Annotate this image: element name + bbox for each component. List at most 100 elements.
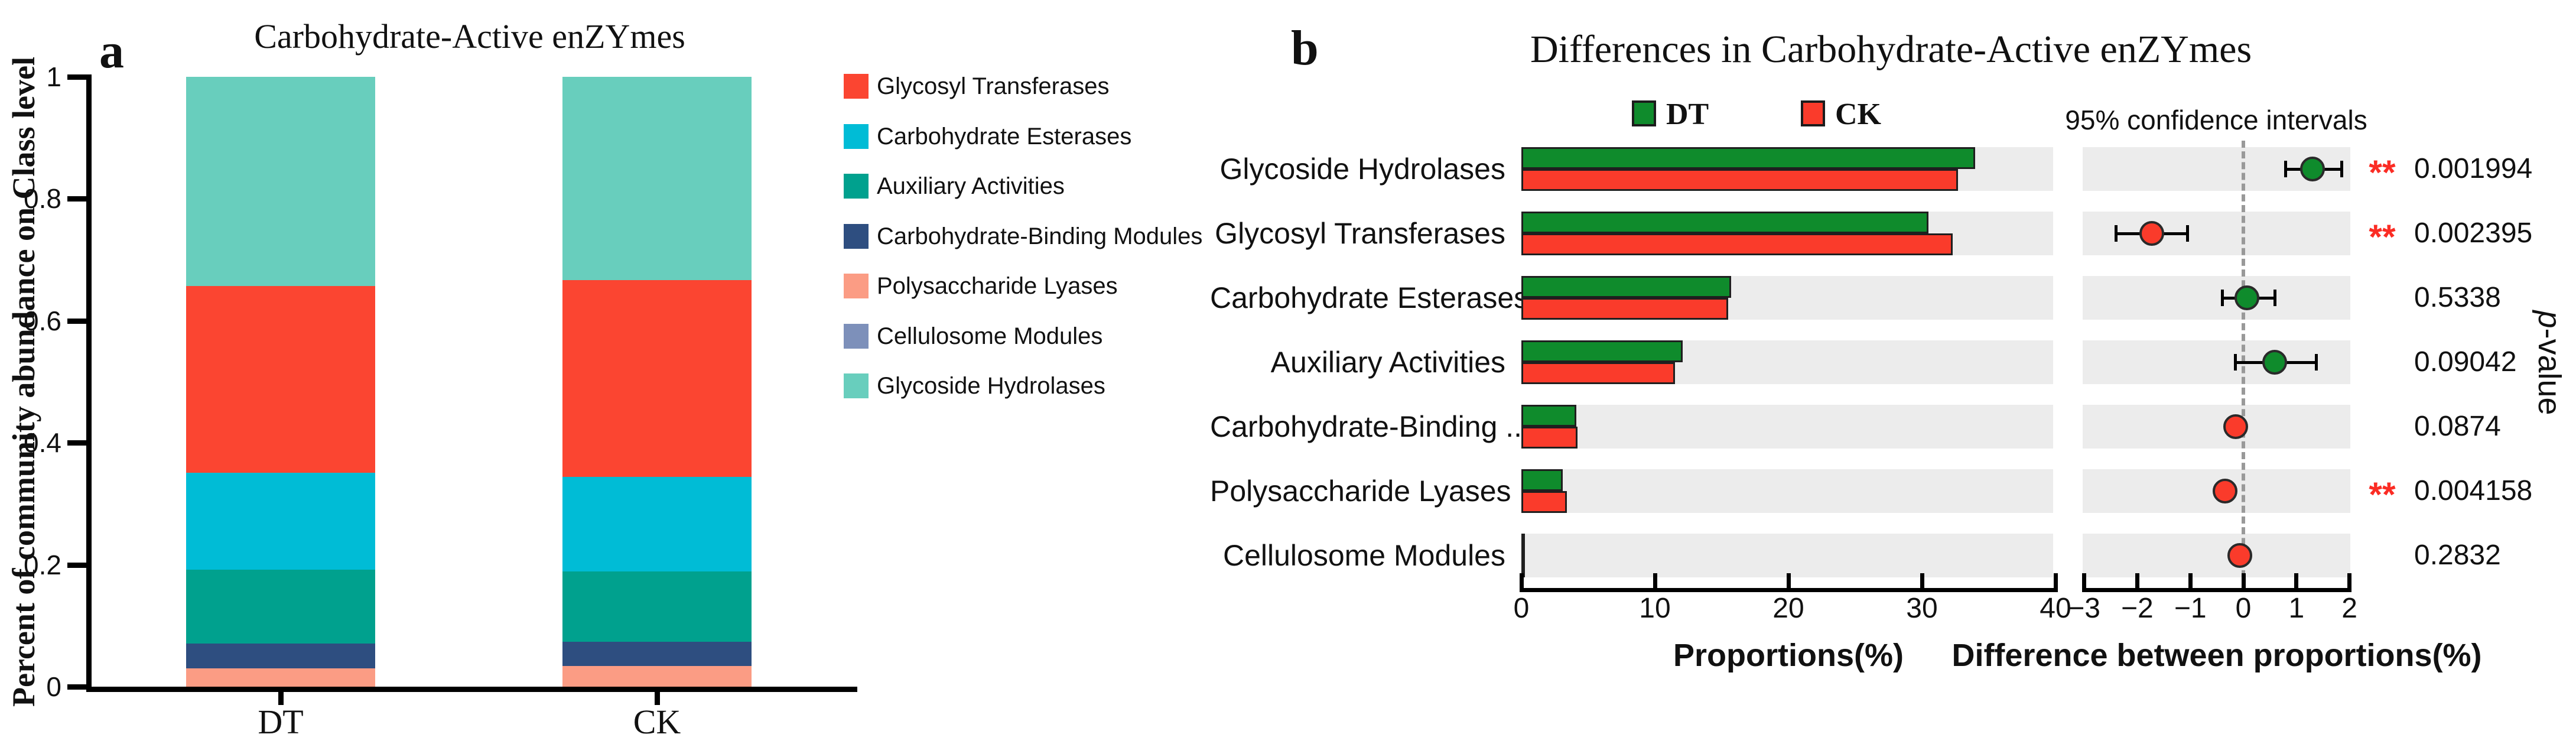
legend-label: Auxiliary Activities bbox=[877, 173, 1065, 199]
stack-segment bbox=[186, 569, 375, 644]
proportions-tick-mark bbox=[1653, 573, 1657, 588]
p-value: 0.002395 bbox=[2414, 217, 2533, 249]
ci-errorbar-cap-right bbox=[2314, 354, 2318, 371]
proportions-tick-mark bbox=[1519, 573, 1524, 588]
proportions-tick-label: 20 bbox=[1772, 593, 1804, 624]
dt-proportion-bar bbox=[1521, 147, 1976, 169]
y-tick-label: 0 bbox=[46, 671, 61, 702]
stack-segment bbox=[562, 665, 752, 687]
x-tick-mark bbox=[278, 692, 284, 705]
difference-tick-mark bbox=[2082, 573, 2087, 588]
p-value-axis-label-p: p bbox=[2532, 310, 2567, 329]
legend-swatch-dt bbox=[1632, 100, 1656, 126]
row-strip-proportions bbox=[1521, 469, 2053, 513]
legend-swatch bbox=[844, 124, 869, 149]
row-category-label: Cellulosome Modules bbox=[1222, 539, 1505, 572]
ck-proportion-bar bbox=[1521, 298, 1729, 320]
proportions-axis-label: Proportions(%) bbox=[1673, 638, 1904, 673]
stack-segment bbox=[186, 472, 375, 570]
ck-proportion-bar bbox=[1521, 427, 1578, 449]
panel-b-title: Differences in Carbohydrate-Active enZYm… bbox=[1530, 28, 2252, 71]
ck-proportion-bar bbox=[1521, 233, 1953, 255]
stack-segment bbox=[562, 280, 752, 477]
p-value-axis-label-wrap: p-value bbox=[2532, 310, 2567, 415]
y-tick-mark bbox=[67, 562, 86, 568]
difference-tick-label: 0 bbox=[2235, 593, 2252, 624]
dt-proportion-bar bbox=[1521, 212, 1929, 233]
dt-proportion-bar bbox=[1521, 276, 1731, 298]
ci-dot bbox=[2299, 157, 2325, 181]
p-value: 0.5338 bbox=[2414, 282, 2501, 313]
row-category-label: Polysaccharide Lyases bbox=[1210, 475, 1511, 508]
difference-tick-mark bbox=[2241, 573, 2246, 588]
legend-label: Cellulosome Modules bbox=[877, 323, 1103, 349]
ci-dot bbox=[2235, 285, 2260, 310]
ci-errorbar-cap-left bbox=[2234, 354, 2237, 371]
p-value: 0.09042 bbox=[2414, 346, 2517, 378]
ci-dot bbox=[2262, 350, 2287, 375]
difference-tick-label: −1 bbox=[2174, 593, 2207, 624]
legend-label: Carbohydrate-Binding Modules bbox=[877, 223, 1203, 249]
proportions-tick-label: 0 bbox=[1513, 593, 1530, 624]
sig-stars: ** bbox=[2369, 218, 2396, 256]
stack-segment bbox=[186, 643, 375, 669]
p-value: 0.001994 bbox=[2414, 153, 2533, 184]
panel-b-label: b bbox=[1291, 21, 1319, 76]
y-tick-label: 0.4 bbox=[24, 427, 61, 459]
proportions-tick-mark bbox=[2053, 573, 2058, 588]
panel-a-y-axis-spine bbox=[86, 74, 92, 692]
stack-segment bbox=[562, 476, 752, 571]
legend-swatch bbox=[844, 373, 869, 398]
legend-label: Glycosyl Transferases bbox=[877, 73, 1110, 99]
ci-header: 95% confidence intervals bbox=[2065, 105, 2367, 135]
difference-tick-label: 2 bbox=[2341, 593, 2357, 624]
proportions-tick-mark bbox=[1786, 573, 1791, 588]
stack-segment bbox=[562, 641, 752, 666]
zero-dashed-line bbox=[2242, 141, 2245, 588]
difference-tick-label: −2 bbox=[2121, 593, 2154, 624]
dt-proportion-bar bbox=[1521, 340, 1683, 362]
stack-segment bbox=[186, 668, 375, 687]
legend-label: Carbohydrate Esterases bbox=[877, 123, 1132, 150]
y-tick-mark bbox=[67, 440, 86, 446]
ci-dot bbox=[2223, 414, 2248, 439]
p-value: 0.0874 bbox=[2414, 411, 2501, 442]
stack-segment bbox=[186, 77, 375, 286]
ck-proportion-bar bbox=[1521, 169, 1959, 191]
x-category-label: CK bbox=[633, 703, 681, 741]
ck-proportion-bar bbox=[1521, 362, 1675, 384]
legend-swatch bbox=[844, 323, 869, 349]
proportions-tick-label: 40 bbox=[2040, 593, 2071, 624]
y-tick-mark bbox=[67, 74, 86, 80]
ci-errorbar-cap-right bbox=[2273, 290, 2277, 306]
dt-proportion-bar bbox=[1521, 405, 1576, 427]
y-tick-label: 0.6 bbox=[24, 305, 61, 336]
legend-swatch bbox=[844, 174, 869, 199]
proportions-axis-line bbox=[1520, 588, 2058, 592]
sig-stars: ** bbox=[2369, 154, 2396, 192]
y-tick-label: 0.2 bbox=[24, 549, 61, 580]
proportions-tick-label: 10 bbox=[1639, 593, 1671, 624]
row-strip-ci bbox=[2083, 276, 2350, 320]
x-category-label: DT bbox=[258, 703, 304, 741]
row-strip-ci bbox=[2083, 534, 2350, 577]
difference-tick-mark bbox=[2135, 573, 2139, 588]
sig-stars: ** bbox=[2369, 476, 2396, 514]
row-strip-ci bbox=[2083, 405, 2350, 449]
panel-a-x-axis-line bbox=[86, 687, 857, 692]
p-value: 0.2832 bbox=[2414, 540, 2501, 571]
y-tick-mark bbox=[67, 318, 86, 324]
p-value: 0.004158 bbox=[2414, 475, 2533, 506]
ci-errorbar-cap-left bbox=[2114, 225, 2118, 242]
difference-tick-label: −3 bbox=[2068, 593, 2100, 624]
y-tick-mark bbox=[67, 684, 86, 690]
ci-dot bbox=[2227, 543, 2252, 568]
proportions-tick-label: 30 bbox=[1906, 593, 1938, 624]
ci-dot bbox=[2213, 479, 2238, 503]
dt-proportion-bar bbox=[1521, 469, 1563, 491]
legend-label: Polysaccharide Lyases bbox=[877, 273, 1118, 299]
row-category-label: Auxiliary Activities bbox=[1270, 346, 1505, 379]
dt-proportion-bar bbox=[1521, 534, 1525, 555]
stack-segment bbox=[562, 571, 752, 642]
